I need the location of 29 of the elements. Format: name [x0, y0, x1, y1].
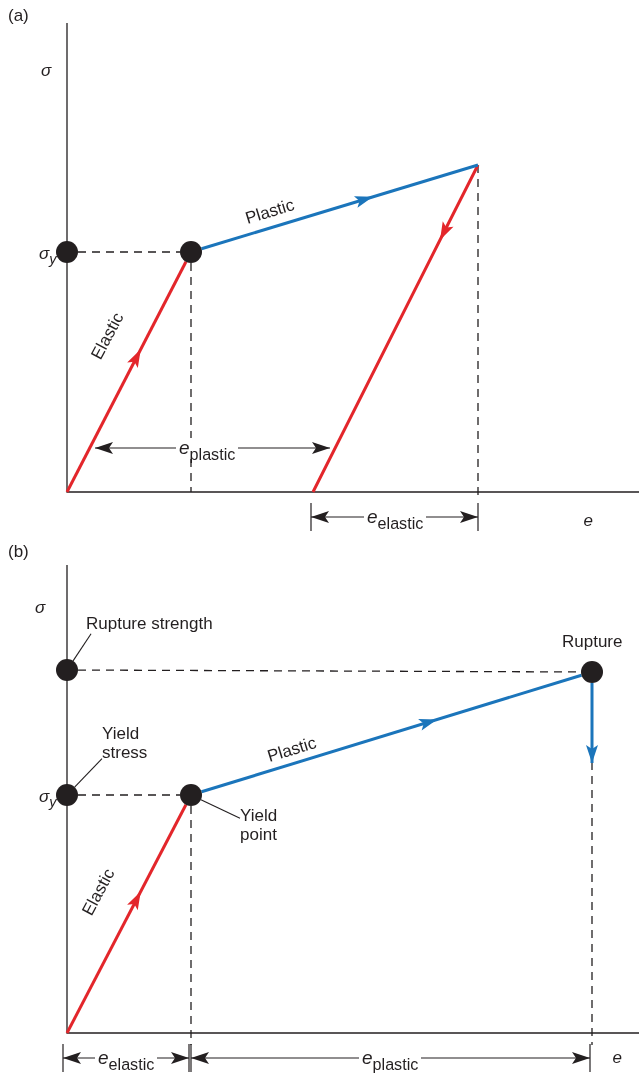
point-marker	[180, 241, 202, 263]
point-label: Rupture	[562, 632, 623, 652]
panel-label: (b)	[8, 543, 29, 562]
curve-arrow	[586, 683, 598, 763]
guide-line	[77, 794, 181, 796]
axis-label: e	[612, 1048, 622, 1068]
leader-line	[74, 758, 103, 788]
leader-line	[72, 633, 92, 662]
leader-line	[200, 799, 241, 819]
axis-label: σ	[41, 61, 52, 81]
curve-arrow	[65, 804, 188, 1034]
point-marker	[56, 241, 78, 263]
curve-arrow	[65, 261, 188, 493]
axis-label: σ	[35, 598, 46, 618]
callout-label: Yield stress	[102, 725, 164, 763]
point-marker	[581, 661, 603, 683]
guide-line	[190, 262, 192, 493]
panel-label: (a)	[8, 7, 29, 26]
edge-label: Plastic	[265, 733, 319, 767]
point-marker	[180, 784, 202, 806]
callout-label: Yield point	[240, 807, 302, 845]
guide-line	[77, 251, 181, 253]
curve-arrow	[201, 163, 479, 251]
callout-label: Rupture strength	[86, 615, 213, 634]
point-marker	[56, 659, 78, 681]
axis-label: e	[583, 511, 593, 531]
curve-arrow	[201, 673, 582, 794]
edge-label: Plastic	[243, 195, 297, 229]
point-marker	[56, 784, 78, 806]
